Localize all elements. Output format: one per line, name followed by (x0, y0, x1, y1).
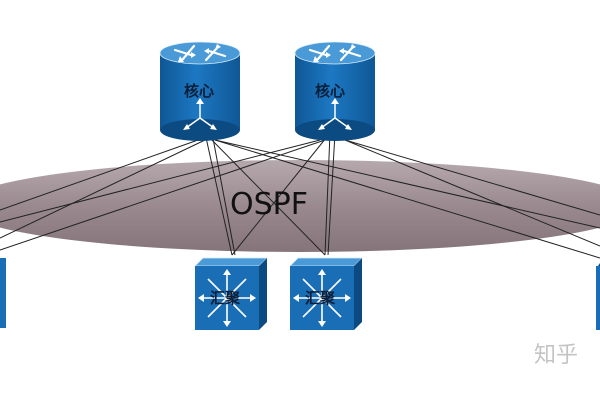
layer3-switch-icon (289, 257, 363, 330)
router-icon (159, 41, 241, 141)
link-core1-agg1 (204, 132, 233, 256)
link-core1-left-a (0, 139, 199, 211)
link-core2-agg2 (324, 132, 331, 256)
link-core2-left-b (0, 139, 326, 251)
link-core2-left-a (0, 139, 321, 223)
layer3-switch-icon (194, 257, 268, 330)
link-core2-agg1 (231, 132, 331, 256)
link-core1-right-a (214, 139, 600, 229)
watermark-text: 知乎 (534, 343, 578, 368)
partial-device-right (596, 263, 600, 330)
router-icon (294, 41, 376, 141)
aggregation-switch-2[interactable]: 汇聚 (289, 257, 363, 330)
link-core1-right-b (214, 139, 600, 259)
link-core2-agg2-b (327, 132, 336, 256)
core-router-label: 核心 (315, 82, 345, 100)
ospf-area (0, 160, 600, 252)
link-core1-agg1-b (211, 132, 236, 256)
aggregation-switch-label: 汇聚 (210, 289, 241, 307)
link-core2-right-a (344, 139, 600, 216)
network-links (0, 132, 600, 259)
ospf-label: OSPF (230, 187, 308, 222)
link-core1-agg2 (204, 132, 326, 256)
aggregation-switch-1[interactable]: 汇聚 (194, 257, 268, 330)
partial-device-left (0, 258, 6, 328)
core-router-label: 核心 (184, 82, 214, 100)
link-core1-left-b (0, 139, 206, 239)
core-router-1[interactable]: 核心 (159, 41, 241, 141)
link-core2-right-b (344, 139, 600, 247)
core-router-2[interactable]: 核心 (294, 41, 376, 141)
aggregation-switch-label: 汇聚 (305, 289, 336, 307)
